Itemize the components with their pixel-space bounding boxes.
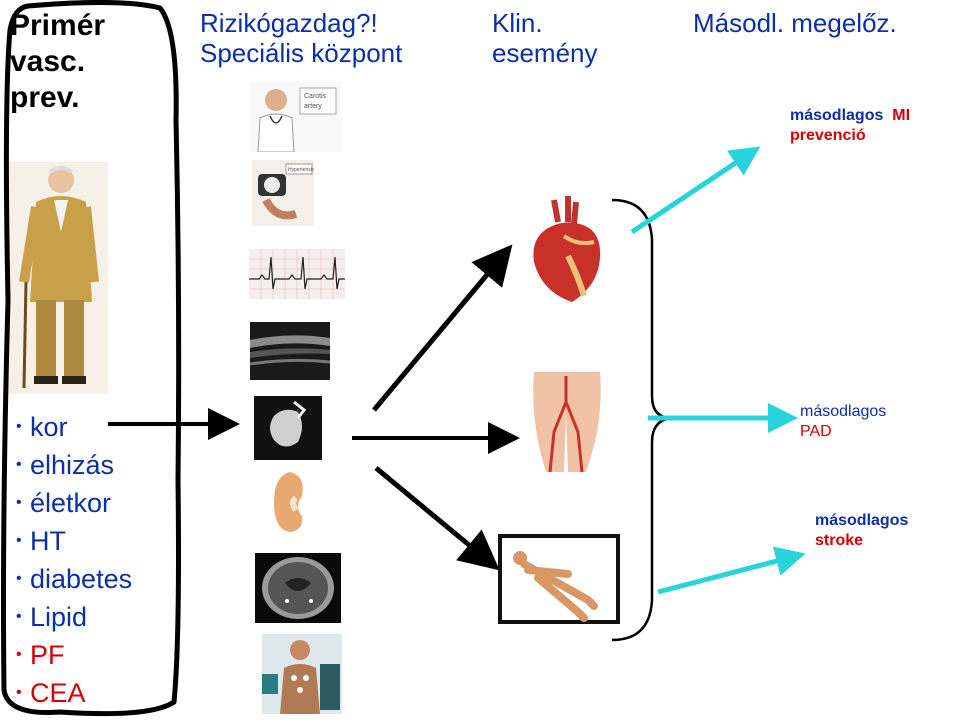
- risk-factor: kor: [16, 408, 132, 446]
- outcome-line: stroke: [815, 532, 864, 549]
- blood-pressure-image: Hypertension: [252, 160, 314, 226]
- title-line: Speciális központ: [200, 38, 403, 68]
- outcome-line: másodlagos: [790, 107, 884, 124]
- outcome-stroke-label: másodlagos stroke: [815, 511, 908, 551]
- doctor-sign-text: Carotis: [304, 93, 327, 100]
- risk-factor: Lipid: [16, 598, 132, 636]
- angiography-image: [254, 396, 322, 460]
- risk-factor: elhizás: [16, 446, 132, 484]
- risk-center-title: Rizikógazdag?! Speciális központ: [200, 8, 402, 68]
- title-line: prev.: [10, 81, 80, 114]
- cyan-arrow-stroke: [657, 546, 806, 595]
- heart-image: [524, 196, 606, 306]
- clinical-event-title: Klin. esemény: [492, 8, 598, 68]
- risk-factor: HT: [16, 522, 132, 560]
- outcome-line: prevenció: [790, 127, 866, 144]
- ecg-strip-image: [249, 249, 345, 299]
- title-line: Primér: [10, 9, 106, 42]
- legs-arteries-image: [528, 372, 606, 472]
- elderly-man-image: [6, 162, 108, 394]
- title-line: vasc.: [10, 45, 86, 78]
- arrow-to-heart: [372, 244, 513, 412]
- outcome-line: PAD: [800, 423, 832, 440]
- primary-prevention-enclosure: [1, 0, 182, 717]
- doctor-image: Carotis artery: [250, 82, 342, 152]
- risk-factor: diabetes: [16, 560, 132, 598]
- kidney-image: [274, 472, 303, 532]
- outcome-line: másodlagos: [815, 512, 909, 529]
- risk-factor: CEA: [16, 674, 132, 712]
- outcome-pad-label: másodlagos PAD: [800, 402, 886, 442]
- risk-factor: életkor: [16, 484, 132, 522]
- brain-ct-image: [255, 553, 341, 623]
- risk-factor-list: kor elhizás életkor HT diabetes Lipid PF…: [4, 408, 132, 712]
- doctor-sign-text: artery: [304, 103, 322, 110]
- exercise-test-image: [262, 634, 342, 714]
- bp-label-text: Hypertension: [288, 167, 314, 173]
- title-line: Klin.: [492, 8, 543, 38]
- outcome-mi-label: másodlagos MI prevenció: [790, 106, 910, 146]
- risk-factor: PF: [16, 636, 132, 674]
- primary-prevention-title: Primér vasc. prev.: [10, 8, 105, 116]
- secondary-prevention-title: Másodl. megelőz.: [693, 8, 897, 38]
- cyan-arrow-mi: [630, 146, 761, 235]
- outcome-suffix: MI: [892, 107, 911, 124]
- title-line: esemény: [492, 38, 598, 68]
- title-line: Rizikógazdag?!: [200, 8, 378, 38]
- arrow-to-patient: [374, 466, 500, 571]
- stroke-patient-image: [498, 534, 620, 624]
- carotid-ultrasound-image: [250, 322, 330, 380]
- outcome-line: másodlagos: [800, 403, 887, 420]
